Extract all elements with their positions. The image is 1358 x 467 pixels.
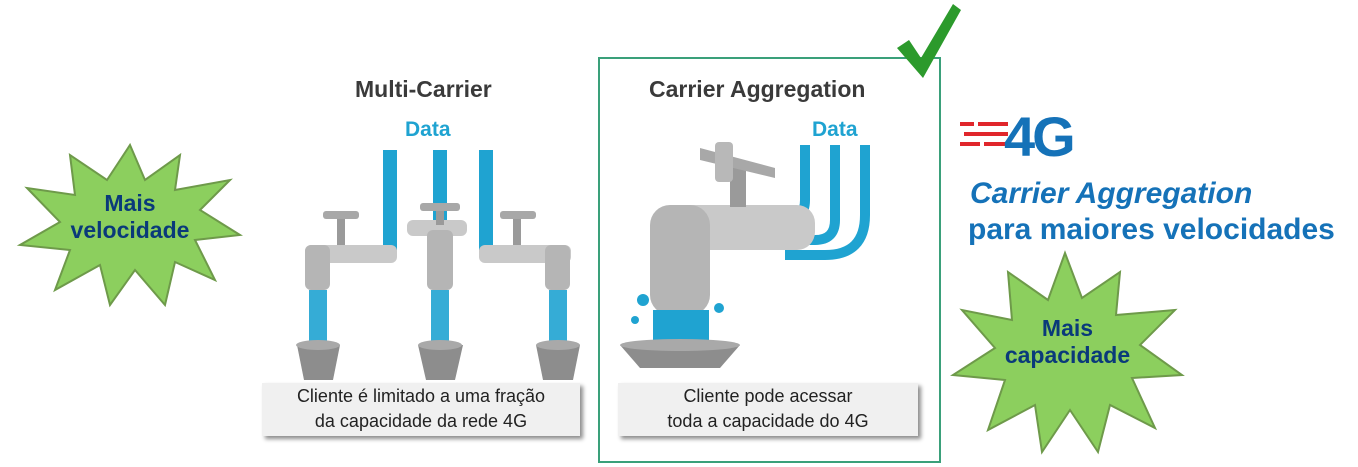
burst-line2: capacidade: [1004, 342, 1131, 368]
bucket-icon: [620, 339, 740, 368]
carrier-aggregation-data-label: Data: [812, 118, 858, 141]
logo-4g-icon: 4G: [960, 105, 1100, 168]
speed-lines-icon: [960, 122, 1008, 146]
caption-line1: Cliente pode acessar: [683, 386, 853, 406]
carrier-aggregation-caption: Cliente pode acessar toda a capacidade d…: [618, 383, 918, 436]
multi-carrier-data-label: Data: [405, 118, 451, 141]
starburst-shape: [16, 142, 243, 308]
multi-carrier-title: Multi-Carrier: [355, 76, 492, 102]
checkmark-icon: [897, 4, 961, 78]
multi-carrier-illustration: [296, 150, 580, 380]
caption-line2: da capacidade da rede 4G: [314, 411, 528, 431]
burst-line1: Mais: [104, 190, 156, 216]
logo-4g-text: 4G: [1004, 105, 1076, 168]
caption-line1: Cliente é limitado a uma fração: [296, 386, 546, 406]
bucket-icon: [296, 340, 340, 380]
faucet-icon: [479, 211, 571, 290]
burst-mais-velocidade: Mais velocidade: [15, 140, 245, 310]
carrier-aggregation-title: Carrier Aggregation: [649, 76, 866, 102]
burst-mais-capacidade: Mais capacidade: [950, 250, 1185, 455]
faucet-icon: [305, 211, 397, 290]
burst-line1: Mais: [1041, 315, 1094, 341]
caption-line2: toda a capacidade do 4G: [667, 411, 869, 431]
tagline-line1: Carrier Aggregation: [970, 177, 1253, 210]
faucet-icon: [650, 142, 815, 315]
multi-carrier-caption: Cliente é limitado a uma fração da capac…: [262, 383, 580, 436]
carrier-aggregation-frame: [598, 57, 941, 463]
brand-tagline: Carrier Aggregation para maiores velocid…: [968, 176, 1337, 248]
faucet-icon: [407, 203, 467, 290]
bucket-icon: [536, 340, 580, 380]
starburst-shape: [950, 250, 1185, 455]
carrier-aggregation-illustration: [620, 142, 870, 368]
tagline-line2: para maiores velocidades: [968, 213, 1335, 246]
burst-line2: velocidade: [70, 217, 190, 243]
bucket-icon: [418, 340, 463, 380]
